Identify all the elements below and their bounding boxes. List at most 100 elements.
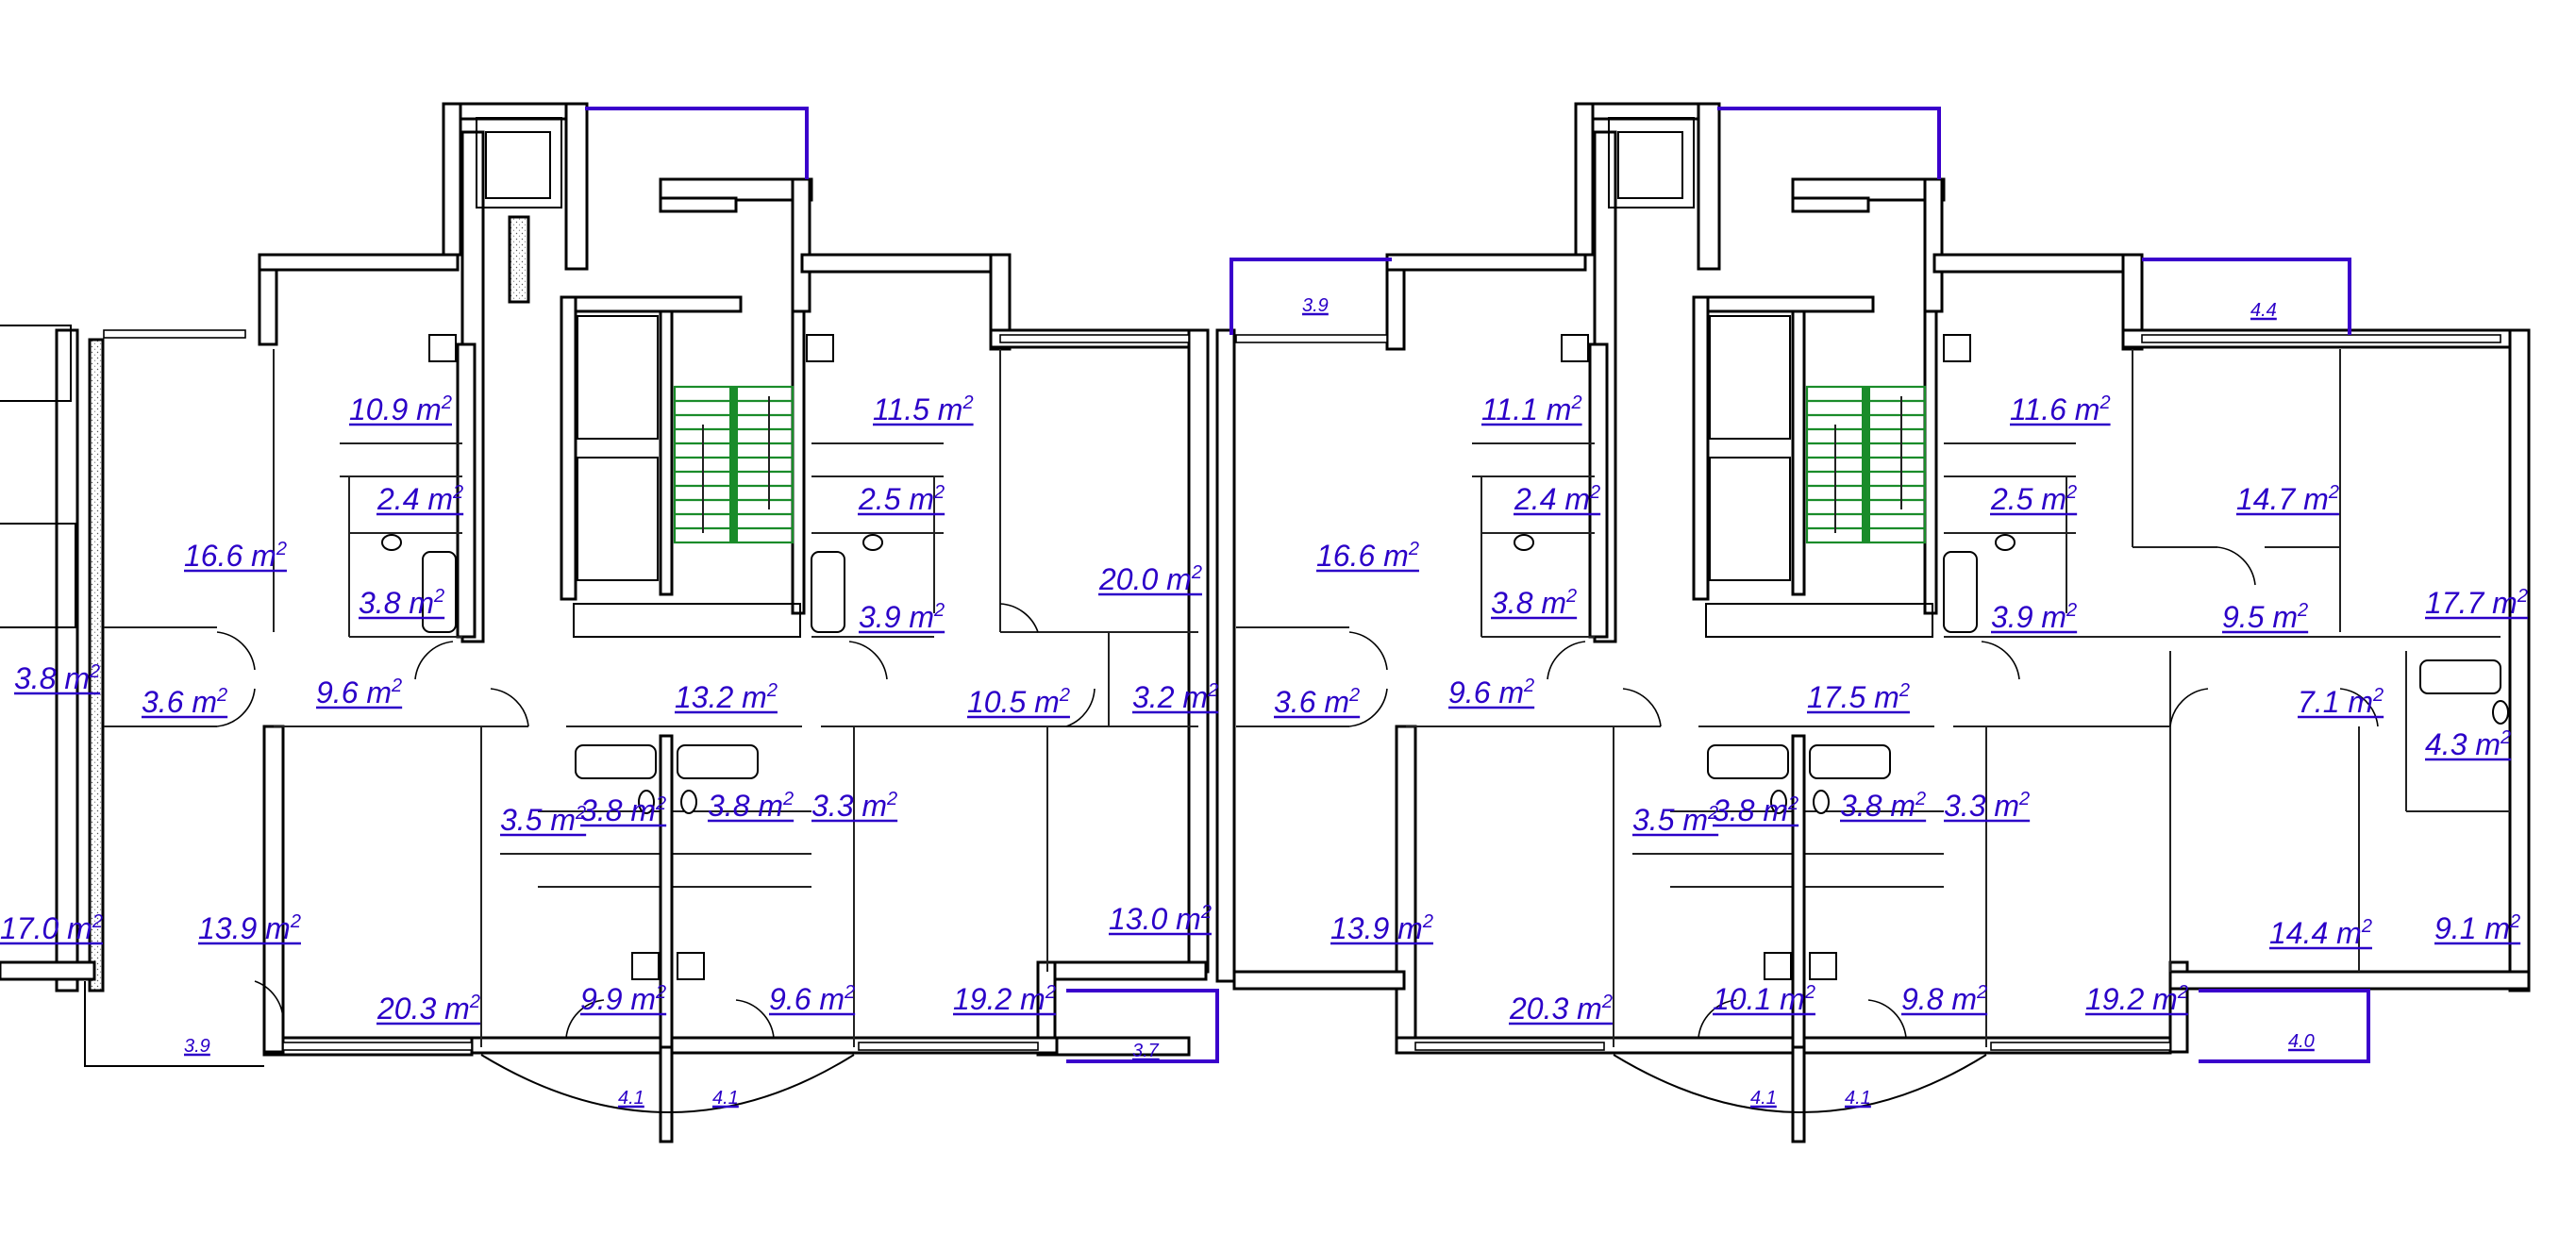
lift-cabin: [577, 457, 659, 581]
balcony-labels: 3.9 4.4 3.9 3.7 4.1 4.1 4.1 4.1 4.0: [184, 295, 2315, 1109]
balcony-outline: [1066, 989, 1219, 1063]
core-floor: [573, 603, 801, 638]
balcony-depth: 4.0: [2288, 1031, 2315, 1052]
staircase: [1805, 385, 1927, 544]
elevator-car: [1617, 131, 1683, 199]
room-area: 3.8 m2: [708, 789, 794, 823]
outer-wall: [1036, 1036, 1191, 1057]
bathtub: [1707, 744, 1789, 779]
door-swing: [1698, 999, 1737, 1039]
room-area: 11.5 m2: [873, 392, 974, 426]
door-swing: [414, 641, 454, 680]
door-swing: [735, 999, 775, 1039]
section-right: [1215, 102, 2531, 1143]
core-wall: [560, 295, 743, 313]
sink: [862, 534, 883, 551]
room-area: 3.5 m2: [1632, 803, 1718, 837]
elevator-shaft: [476, 117, 562, 208]
room-area: 20.3 m2: [1509, 992, 1613, 1026]
core-wall: [1791, 196, 1870, 213]
balcony-depth: 4.4: [2250, 300, 2277, 321]
door-swing: [1622, 688, 1662, 727]
room-area: 9.6 m2: [1448, 675, 1534, 709]
outer-wall: [442, 102, 587, 121]
room-area: 13.0 m2: [1109, 902, 1212, 936]
door-swing: [1981, 641, 2020, 680]
room-area: 3.5 m2: [500, 803, 586, 837]
outer-wall: [1187, 328, 1210, 974]
window: [1990, 1042, 2171, 1051]
toilet: [1770, 790, 1787, 814]
room-area: 9.9 m2: [580, 982, 666, 1016]
outer-wall: [88, 338, 105, 992]
window: [2141, 334, 2501, 343]
room-area: 3.8 m2: [14, 661, 100, 695]
loggia-arc: [1613, 1054, 1987, 1113]
stove: [1943, 334, 1971, 362]
outer-wall: [1574, 102, 1595, 257]
door-swing: [848, 641, 888, 680]
outer-wall: [1215, 328, 1236, 983]
room-area: 4.3 m2: [2425, 727, 2511, 761]
outer-wall: [2508, 328, 2531, 992]
room-area: 3.9 m2: [1991, 600, 2077, 634]
window: [1235, 334, 1388, 343]
room-area: 17.7 m2: [2425, 586, 2528, 620]
room-area: 16.6 m2: [1316, 539, 1419, 573]
door-swing: [1065, 688, 1096, 727]
room-area: 17.0 m2: [0, 911, 103, 945]
bathtub: [677, 744, 759, 779]
core-wall: [1791, 309, 1806, 596]
left-stub: [0, 523, 76, 628]
outer-wall: [1395, 725, 1417, 1054]
stove: [806, 334, 834, 362]
room-area: 3.3 m2: [811, 789, 897, 823]
room-area: 10.5 m2: [967, 685, 1070, 719]
core-wall: [659, 309, 674, 596]
section-left: [0, 102, 1219, 1143]
door-swing: [2216, 546, 2256, 586]
bathtub: [1943, 551, 1978, 633]
elevator-shaft: [1608, 117, 1695, 208]
sink: [1995, 534, 2016, 551]
bathtub: [2419, 659, 2501, 694]
outer-wall: [659, 1036, 674, 1143]
balcony-outline: [84, 981, 264, 1067]
door-swing: [216, 631, 256, 671]
room-area: 14.7 m2: [2236, 482, 2339, 516]
door-swing: [565, 999, 605, 1039]
lift-cabin: [1709, 315, 1791, 440]
balcony-outline: [2199, 989, 2370, 1063]
balcony-outline: [1229, 258, 1392, 335]
outer-wall: [564, 102, 589, 271]
door-swing: [490, 688, 529, 727]
room-area: 3.6 m2: [142, 685, 227, 719]
door-swing: [1348, 631, 1388, 671]
outer-wall: [1574, 102, 1719, 121]
room-area: 13.9 m2: [1330, 911, 1433, 945]
core-wall: [560, 295, 577, 601]
outer-wall: [2168, 970, 2531, 991]
outer-wall: [800, 253, 993, 274]
room-area: 2.5 m2: [858, 482, 945, 516]
room-area: 10.1 m2: [1713, 982, 1815, 1016]
window: [1414, 1042, 1605, 1051]
room-area: 19.2 m2: [2085, 982, 2188, 1016]
lift-cabin: [577, 315, 659, 440]
toilet: [680, 790, 697, 814]
outer-wall: [791, 177, 811, 313]
bathtub: [1809, 744, 1891, 779]
outer-wall: [1385, 253, 1587, 272]
room-area: 3.8 m2: [1713, 793, 1798, 827]
core-wall: [659, 196, 738, 213]
partition: [1588, 342, 1609, 639]
sink: [381, 534, 402, 551]
room-area: 9.8 m2: [1901, 982, 1987, 1016]
elevator-car: [485, 131, 551, 199]
partition: [456, 342, 477, 639]
door-swing: [999, 603, 1039, 633]
room-area: 9.1 m2: [2434, 911, 2520, 945]
door-swing: [2169, 688, 2209, 727]
core-floor: [1705, 603, 1933, 638]
toilet: [638, 790, 655, 814]
